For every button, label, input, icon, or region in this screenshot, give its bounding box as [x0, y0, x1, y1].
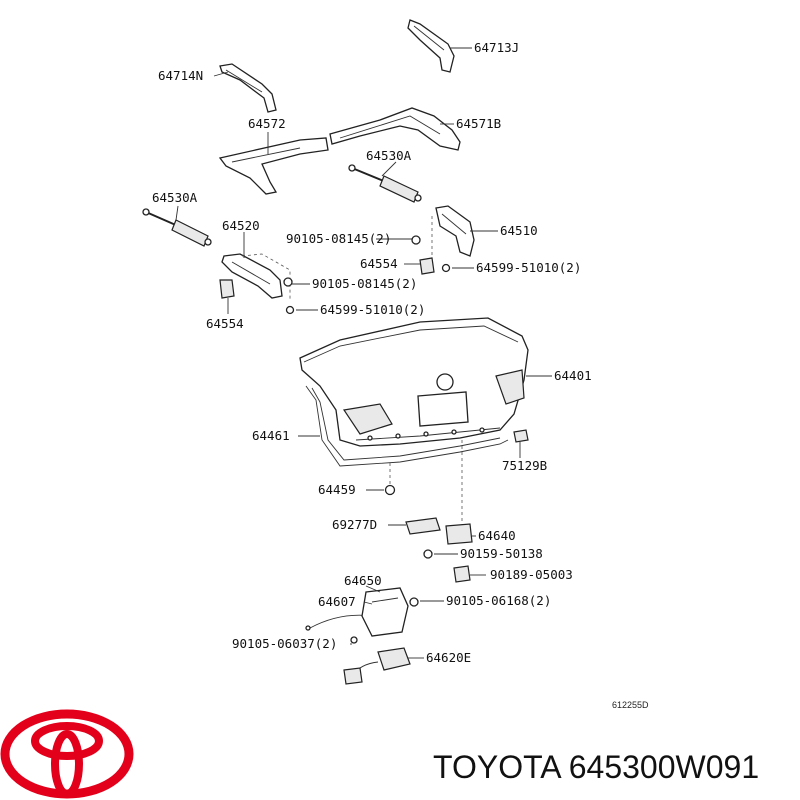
label-64459: 64459 [318, 482, 356, 497]
part-64571b-drawing [329, 107, 461, 151]
label-64599-51010-right: 64599-51010(2) [476, 260, 581, 275]
label-90189-05003: 90189-05003 [490, 567, 573, 582]
label-90105-08145-upper: 90105-08145(2) [286, 231, 391, 246]
label-64510: 64510 [500, 223, 538, 238]
part-64714n-drawing [219, 63, 277, 113]
part-64530a-right-drawing [348, 164, 422, 203]
label-64713j: 64713J [474, 40, 519, 55]
leader-lines [175, 47, 552, 659]
label-90105-06168: 90105-06168(2) [446, 593, 551, 608]
part-64459-drawing [384, 462, 396, 496]
part-64640-drawing [423, 523, 473, 583]
diagram-code: 612255D [612, 700, 649, 710]
label-64640: 64640 [478, 528, 516, 543]
label-90159-50138: 90159-50138 [460, 546, 543, 561]
label-64554-left: 64554 [206, 316, 244, 331]
part-75129b-drawing [513, 429, 529, 443]
label-64572: 64572 [248, 116, 286, 131]
label-64650: 64650 [344, 573, 382, 588]
label-64530a-left: 64530A [152, 190, 198, 205]
label-64401: 64401 [554, 368, 592, 383]
part-64572-drawing [218, 137, 329, 195]
part-64510-drawing [411, 205, 475, 275]
label-75129b: 75129B [502, 458, 547, 473]
part-64650-drawing [305, 587, 419, 644]
part-69277d-drawing [405, 517, 441, 535]
label-64599-51010-left: 64599-51010(2) [320, 302, 425, 317]
label-69277d: 69277D [332, 517, 377, 532]
label-64571b: 64571B [456, 116, 501, 131]
label-64554-right: 64554 [360, 256, 398, 271]
label-64607: 64607 [318, 594, 356, 609]
part-64620e-drawing [343, 647, 411, 685]
toyota-logo-icon [0, 709, 134, 799]
label-64530a-right: 64530A [366, 148, 412, 163]
label-64520: 64520 [222, 218, 260, 233]
label-64620e: 64620E [426, 650, 471, 665]
part-64461-drawing [305, 385, 509, 467]
part-64530a-left-drawing [142, 208, 212, 247]
label-90105-06037: 90105-06037(2) [232, 636, 337, 651]
label-64714n: 64714N [158, 68, 203, 83]
caption-part-number: TOYOTA 645300W091 [433, 749, 759, 785]
part-64520-drawing [219, 253, 295, 315]
part-64401-drawing [299, 317, 529, 447]
label-64461: 64461 [252, 428, 290, 443]
part-64713j-drawing [407, 19, 455, 73]
label-90105-08145-lower: 90105-08145(2) [312, 276, 417, 291]
